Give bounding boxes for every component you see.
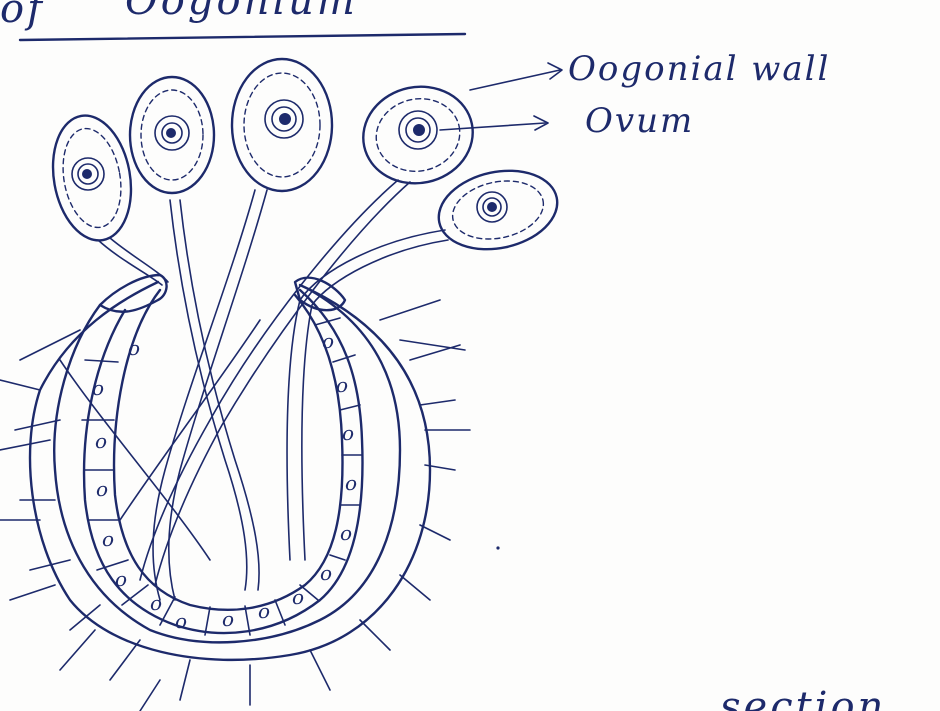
- svg-text:o: o: [342, 421, 354, 445]
- svg-text:o: o: [258, 599, 270, 623]
- oogonium-4: [354, 77, 482, 194]
- svg-text:o: o: [320, 561, 332, 585]
- bottom-cut-text: section: [720, 684, 886, 711]
- svg-text:o: o: [322, 329, 334, 353]
- label-oogonial-wall: Oogonial wall: [568, 49, 830, 89]
- svg-text:o: o: [115, 567, 127, 591]
- oogonium-stalks: [60, 180, 448, 600]
- svg-text:o: o: [102, 527, 114, 551]
- svg-text:o: o: [222, 607, 234, 631]
- svg-text:o: o: [175, 609, 187, 633]
- conceptacle-outer-layer: [0, 282, 470, 711]
- oogonium-5: [431, 160, 564, 259]
- svg-text:o: o: [345, 471, 357, 495]
- svg-text:o: o: [336, 373, 348, 397]
- oogonium-1: [44, 109, 141, 246]
- heading-underline: [20, 34, 465, 40]
- svg-text:o: o: [95, 429, 107, 453]
- svg-text:o: o: [292, 585, 304, 609]
- oogonial-wall-pointer: [470, 63, 562, 90]
- svg-text:o: o: [92, 376, 104, 400]
- svg-text:o: o: [150, 591, 162, 615]
- oogonium-2: [130, 77, 214, 193]
- inner-cell-lining: o o o o o o o o o o o o o o o o o: [82, 290, 363, 635]
- svg-text:o: o: [128, 336, 140, 360]
- stray-mark: [496, 546, 499, 549]
- svg-text:o: o: [96, 477, 108, 501]
- heading-cut-text: Oogonium: [125, 0, 358, 24]
- svg-text:o: o: [340, 521, 352, 545]
- heading-fragment: of: [0, 0, 48, 32]
- label-ovum: Ovum: [585, 101, 694, 141]
- oogonium-3: [232, 59, 332, 191]
